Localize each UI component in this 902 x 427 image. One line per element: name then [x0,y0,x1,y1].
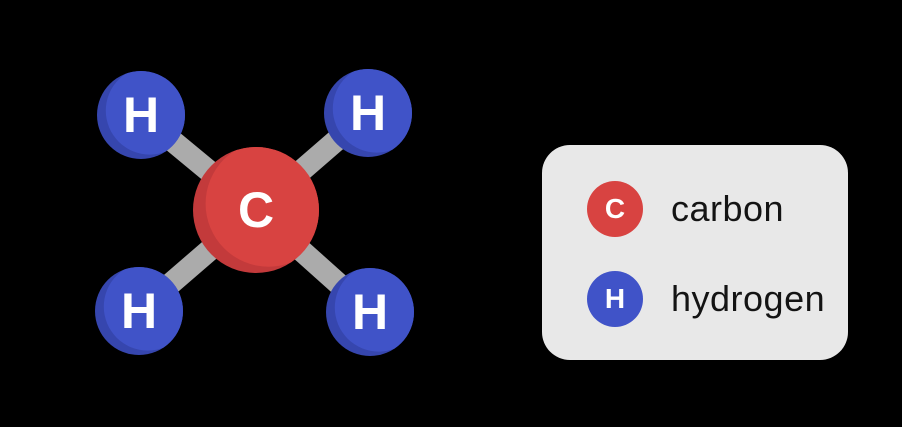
hydrogen-symbol: H [351,284,389,340]
carbon-swatch-icon: C [587,181,643,237]
legend-label-hydrogen: hydrogen [671,278,826,319]
legend-panel: C carbon H hydrogen [542,145,848,360]
carbon-swatch-symbol: C [604,193,626,224]
legend-item-carbon: C carbon [587,181,832,237]
hydrogen-atom-top-right: H [324,69,412,157]
hydrogen-atom-top-left: H [97,71,185,159]
legend-item-hydrogen: H hydrogen [587,271,832,327]
hydrogen-atom-bottom-right: H [326,268,414,356]
carbon-atom: C [193,147,319,273]
hydrogen-symbol: H [120,283,158,339]
hydrogen-atom-bottom-left: H [95,267,183,355]
hydrogen-symbol: H [349,85,387,141]
legend-label-carbon: carbon [671,188,785,229]
carbon-symbol: C [237,182,275,238]
hydrogen-swatch-symbol: H [604,283,626,314]
hydrogen-swatch-icon: H [587,271,643,327]
hydrogen-symbol: H [122,87,160,143]
